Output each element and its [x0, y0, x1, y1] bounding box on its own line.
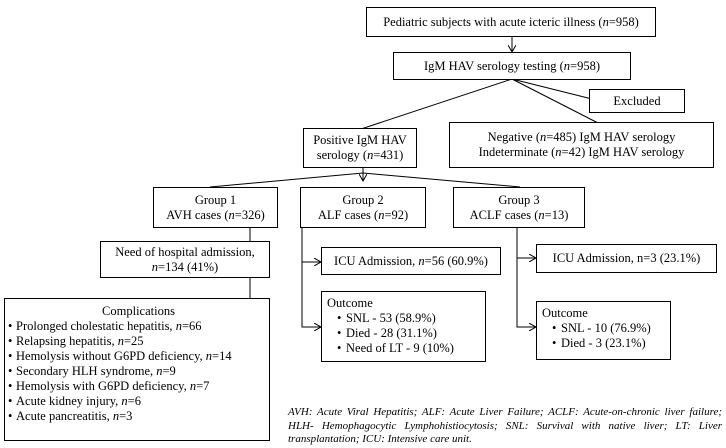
- arrow-group3-to-icu: [516, 228, 536, 258]
- outcome-group2-title: Outcome: [327, 296, 373, 310]
- excluded-node: Excluded: [589, 89, 685, 113]
- outcome-group3-list: SNL - 10 (76.9%)Died - 3 (23.1%): [542, 321, 670, 351]
- arrow-group2-to-outcome: [301, 262, 321, 327]
- complications-title: Complications: [102, 304, 175, 318]
- outcome-group2-item: Need of LT - 9 (10%): [337, 341, 485, 356]
- outcome-group2-node: Outcome SNL - 53 (58.9%)Died - 28 (31.1%…: [321, 291, 486, 362]
- line-positive-to-group1: [209, 172, 364, 188]
- complication-item: Hemolysis without G6PD deficiency, n=14: [8, 349, 269, 364]
- abbreviations-footnote: AVH: Acute Viral Hepatitis; ALF: Acute L…: [288, 406, 722, 445]
- icu-admission-group2-node: ICU Admission, n=56 (60.9%): [321, 247, 501, 275]
- complication-item: Secondary HLH syndrome, n=9: [8, 364, 269, 379]
- negative-node: Negative (n=485) IgM HAV serology Indete…: [449, 122, 714, 168]
- complication-item: Prolonged cholestatic hepatitis, n=66: [8, 319, 269, 334]
- group1-node: Group 1 AVH cases (n=326): [153, 187, 278, 228]
- outcome-group3-item: SNL - 10 (76.9%): [552, 321, 670, 336]
- root-node: Pediatric subjects with acute icteric il…: [366, 7, 656, 37]
- line-positive-to-group3: [362, 172, 521, 188]
- serology-node: IgM HAV serology testing (n=958): [393, 52, 631, 80]
- hospital-admission-node: Need of hospital admission, n=134 (41%): [100, 241, 270, 278]
- outcome-group3-node: Outcome SNL - 10 (76.9%)Died - 3 (23.1%): [536, 301, 671, 360]
- complication-item: Relapsing hepatitis, n=25: [8, 334, 269, 349]
- arrow-group3-to-outcome: [516, 258, 536, 327]
- group3-node: Group 3 ACLF cases (n=13): [453, 187, 585, 228]
- complication-item: Acute kidney injury, n=6: [8, 394, 269, 409]
- icu-admission-group3-node: ICU Admission, n=3 (23.1%): [536, 244, 717, 273]
- line-serology-to-positive: [357, 78, 513, 131]
- outcome-group2-list: SNL - 53 (58.9%)Died - 28 (31.1%)Need of…: [327, 311, 485, 356]
- group2-node: Group 2 ALF cases (n=92): [300, 187, 426, 228]
- line-serology-to-negative: [511, 78, 601, 125]
- positive-node: Positive IgM HAV serology (n=431): [303, 128, 417, 168]
- outcome-group3-item: Died - 3 (23.1%): [552, 336, 670, 351]
- complication-item: Acute pancreatitis, n=3: [8, 409, 269, 424]
- complication-item: Hemolysis with G6PD deficiency, n=7: [8, 379, 269, 394]
- outcome-group2-item: Died - 28 (31.1%): [337, 326, 485, 341]
- outcome-group3-title: Outcome: [542, 306, 588, 320]
- outcome-group2-item: SNL - 53 (58.9%): [337, 311, 485, 326]
- arrow-group2-to-icu: [301, 228, 321, 262]
- complications-node: Complications Prolonged cholestatic hepa…: [4, 298, 270, 441]
- complications-list: Prolonged cholestatic hepatitis, n=66Rel…: [8, 319, 269, 424]
